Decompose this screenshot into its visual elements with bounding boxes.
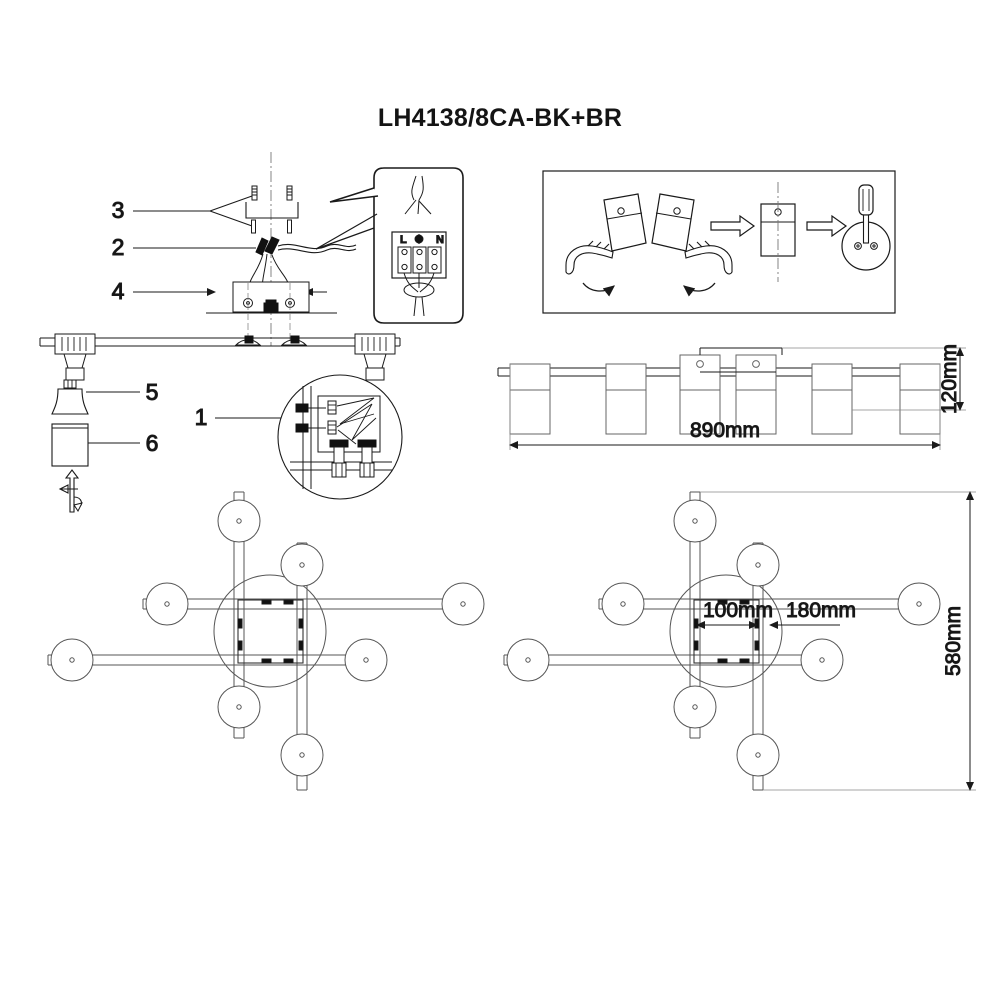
callout-3-label: 3 [112, 197, 125, 223]
plan-light-head [441, 582, 485, 626]
bar-light-head [54, 333, 96, 381]
instruction-panel [542, 170, 896, 314]
plan-light-head [800, 638, 844, 682]
terminal-block-detail-balloon: L N [315, 167, 464, 324]
terminal-label-live: L [400, 234, 407, 246]
plan-light-head [344, 638, 388, 682]
callout-5-label: 5 [146, 379, 159, 405]
bar-light-head [354, 333, 396, 381]
plan-light-head [280, 733, 324, 777]
callout-5-bulb: 5 [51, 379, 159, 415]
plan-light-head [736, 733, 780, 777]
dimension-890mm: 890mm [509, 364, 941, 450]
callout-6-shade: 6 [51, 423, 159, 467]
screwdriver-icon [858, 184, 874, 244]
plan-light-head [50, 638, 94, 682]
plan-light-head [145, 582, 189, 626]
plan-light-head [280, 543, 324, 587]
wall-anchor-icon [251, 219, 256, 234]
plan-light-head [217, 499, 261, 543]
dimension-120mm-label: 120mm [938, 344, 961, 414]
page-title: LH4138/8CA-BK+BR [377, 104, 623, 132]
elevation-light-head [605, 363, 647, 435]
screw-icon [286, 185, 293, 201]
terminal-label-neutral: N [436, 234, 444, 246]
screw-icon [251, 185, 258, 201]
instruction-step-twist-left [565, 193, 647, 297]
mounting-bar-elevation [39, 333, 401, 381]
callout-4-canopy: 4 [111, 278, 337, 346]
plan-light-head [673, 685, 717, 729]
dimension-580mm: 580mm [700, 491, 976, 791]
elevation-light-head [899, 363, 941, 435]
elevation-light-head [679, 354, 721, 435]
elevation-light-head [811, 363, 853, 435]
dimension-100mm: 100mm [696, 599, 774, 629]
callout-4-label: 4 [112, 278, 125, 304]
callout-6-label: 6 [146, 430, 159, 456]
callout-3-screws: 3 [111, 185, 299, 234]
plan-view-right: 100mm 180mm 580mm [503, 491, 976, 791]
dimension-180mm: 180mm [769, 599, 857, 629]
callout-2-label: 2 [112, 234, 125, 260]
elevation-light-head [735, 354, 777, 435]
arrow-right-icon [710, 214, 756, 238]
plan-light-head [217, 685, 261, 729]
plan-light-head [673, 499, 717, 543]
plan-view-left [47, 491, 485, 791]
ground-symbol-icon [414, 234, 424, 244]
plan-light-head [506, 638, 550, 682]
dimension-100mm-label: 100mm [703, 599, 773, 622]
dimension-890mm-label: 890mm [690, 419, 760, 442]
callout-2-connectors: 2 [111, 234, 357, 261]
elevation-view: 890mm 120mm [497, 343, 966, 450]
plan-light-head [897, 582, 941, 626]
ceiling-mount-assembly: 3 [111, 152, 357, 346]
callout-1-label: 1 [195, 404, 208, 430]
rotation-adjust-arrow-icon [58, 469, 83, 513]
dimension-580mm-label: 580mm [942, 606, 965, 676]
plan-light-head [736, 543, 780, 587]
dimension-180mm-label: 180mm [786, 599, 856, 622]
dimension-120mm: 120mm [782, 343, 966, 415]
wall-anchor-icon [287, 219, 292, 234]
arrow-right-icon [806, 214, 848, 238]
elevation-light-head [509, 363, 551, 435]
plan-light-head [601, 582, 645, 626]
callout-1-wiring-detail: 1 [194, 374, 403, 500]
instruction-step-screwdriver [841, 184, 891, 271]
instruction-step-twist-right [651, 193, 733, 297]
instruction-step-bracket [760, 182, 796, 282]
